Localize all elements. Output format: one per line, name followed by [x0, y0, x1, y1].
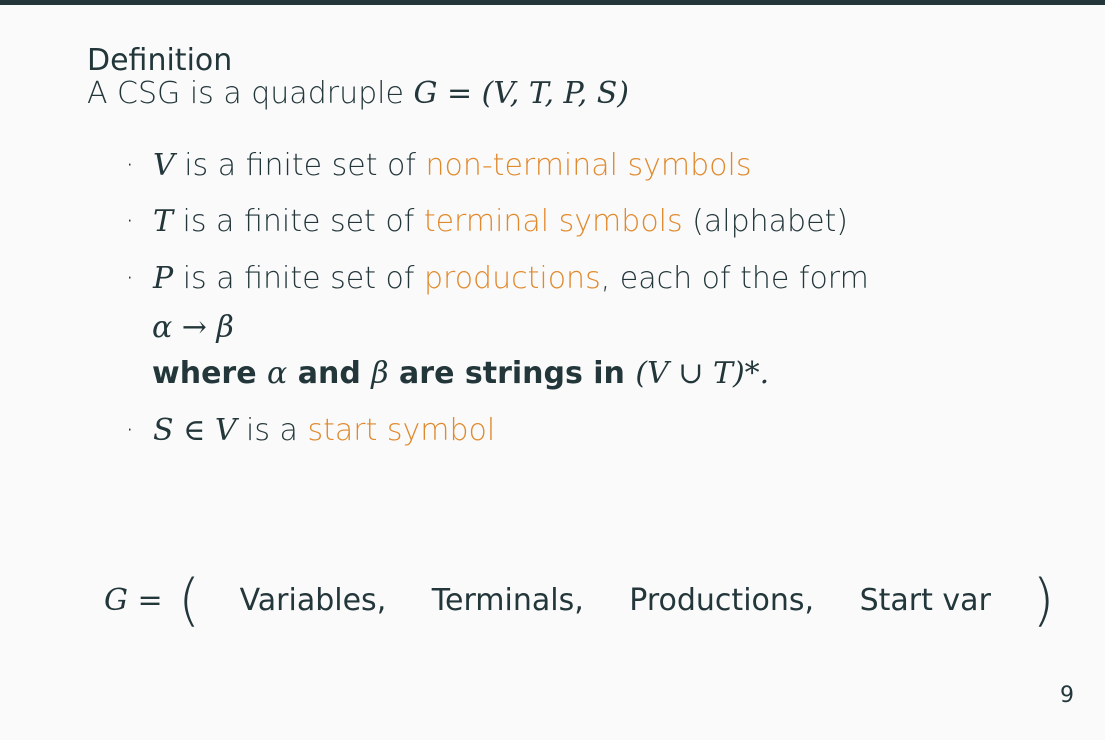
bullet-dot: ·	[125, 413, 135, 448]
bullet-var: T	[153, 204, 174, 239]
tuple-item-start-var: Start var	[859, 582, 991, 618]
bullet-text: S ∈ V is a start symbol	[153, 413, 495, 449]
and-word: and	[287, 356, 372, 391]
bullet-body: is a finite set of	[173, 261, 424, 296]
bullet-dot: ·	[125, 148, 135, 183]
where-word: where	[152, 356, 268, 391]
formula-lhs: G =	[104, 582, 163, 618]
bullet-text: V is a finite set of non-terminal symbol…	[153, 148, 752, 184]
intro-text: A CSG is a quadruple	[87, 76, 414, 111]
bullet-body: is a finite set of	[174, 148, 426, 183]
bullet-var: P	[153, 261, 174, 296]
page-number: 9	[1060, 683, 1074, 708]
bullet-highlight: terminal symbols	[423, 204, 683, 239]
intro-math: G = (V, T, P, S)	[413, 76, 629, 111]
tuple-item-productions: Productions,	[629, 582, 815, 618]
bullet-tail: (alphabet)	[682, 204, 849, 239]
close-paren: )	[1032, 567, 1055, 633]
bullet-highlight: start symbol	[307, 413, 496, 448]
are-strings-text: are strings in	[388, 356, 636, 391]
definition-intro: A CSG is a quadruple G = (V, T, P, S)	[87, 76, 629, 112]
open-paren: (	[178, 567, 201, 633]
bullet-highlight: non-terminal symbols	[425, 148, 752, 183]
beta-symbol: β	[371, 356, 389, 391]
alpha-symbol: α	[267, 356, 288, 391]
bullet-tail: , each of the form	[600, 261, 869, 296]
where-line: where α and β are strings in (V ∪ T)*.	[152, 356, 769, 392]
kleene-set: (V ∪ T)*.	[635, 356, 770, 391]
grammar-tuple-formula: G = ( Variables, Terminals, Productions,…	[104, 570, 1054, 631]
production-form: α → β	[152, 310, 234, 345]
bullet-body: is a finite set of	[173, 204, 424, 239]
bullet-body: is a	[236, 413, 308, 448]
definition-title: Definition	[87, 43, 233, 78]
tuple-item-variables: Variables,	[239, 582, 387, 618]
bullet-text: T is a finite set of terminal symbols (a…	[153, 204, 848, 240]
bullet-highlight: productions	[423, 261, 601, 296]
bullet-dot: ·	[125, 261, 135, 296]
s-in-v: S ∈ V	[153, 413, 237, 448]
top-bar	[0, 0, 1105, 5]
bullet-text: P is a finite set of productions, each o…	[153, 261, 869, 297]
bullet-dot: ·	[125, 204, 135, 239]
bullet-var: V	[153, 148, 175, 183]
tuple-item-terminals: Terminals,	[431, 582, 584, 618]
